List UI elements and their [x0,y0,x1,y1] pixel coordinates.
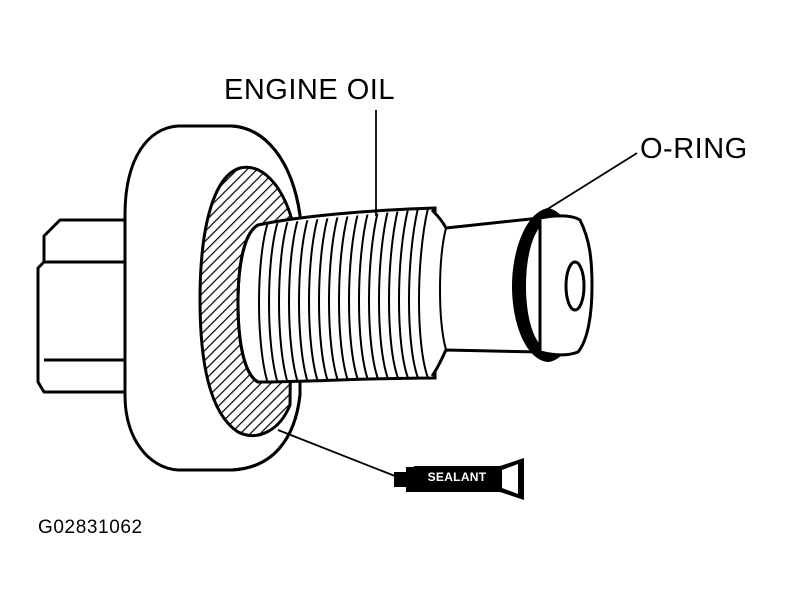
threaded-shank [236,206,437,384]
plug-tip [538,214,594,357]
o-ring-leader [545,152,638,211]
hex-head [36,218,128,394]
sealant-leader [277,429,401,479]
figure-code: G02831062 [38,517,143,538]
sealant-tube-icon [394,458,524,500]
sealant-label: SEALANT [427,470,487,484]
o-ring-label: O-RING [640,133,748,165]
engine-oil-label: ENGINE OIL [224,74,395,106]
leader-lines [277,110,638,479]
